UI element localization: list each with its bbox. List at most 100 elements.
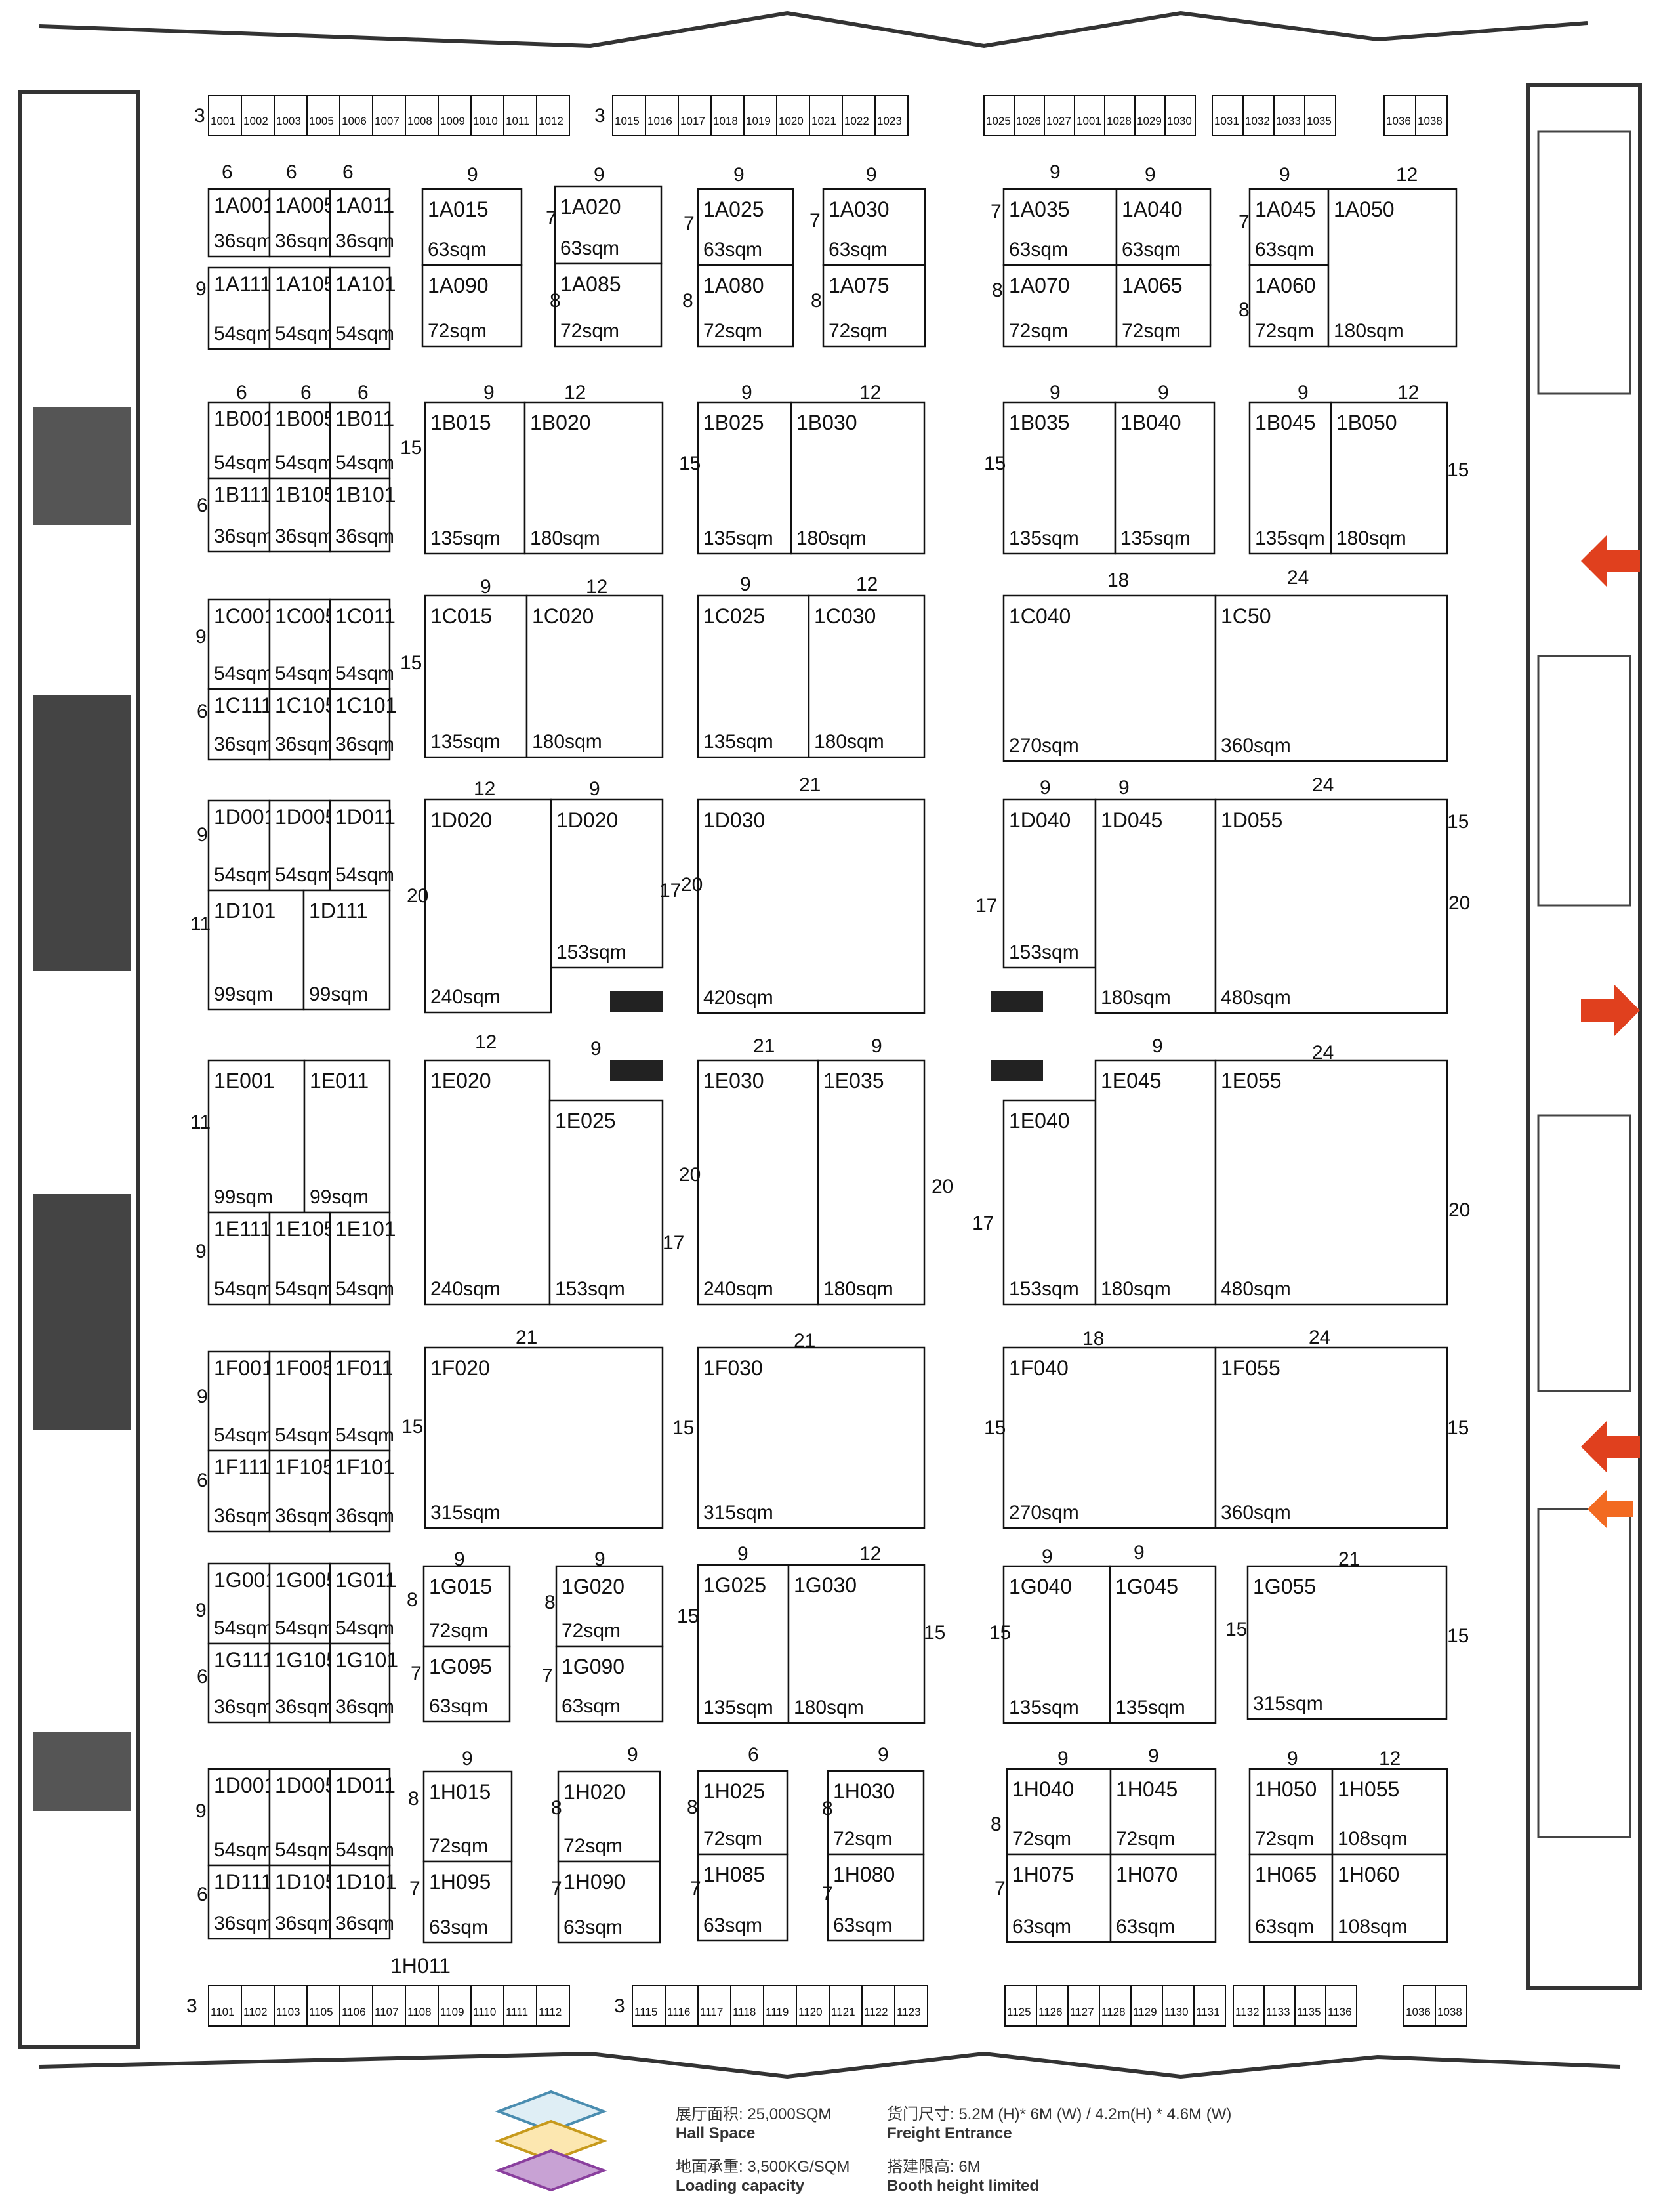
strip-cell[interactable] [894, 1985, 928, 2027]
strip-cell[interactable] [536, 1985, 570, 2027]
strip-cell[interactable] [306, 95, 340, 136]
strip-cell[interactable] [697, 1985, 731, 2027]
strip-cell[interactable] [274, 1985, 308, 2027]
strip-cell[interactable] [1014, 95, 1045, 136]
strip-cell[interactable] [1233, 1985, 1265, 2027]
strip-cell[interactable] [829, 1985, 863, 2027]
strip-cell[interactable] [1162, 1985, 1195, 2027]
strip-cell[interactable] [874, 95, 909, 136]
strip-cell[interactable] [339, 1985, 373, 2027]
strip-cell[interactable] [1036, 1985, 1069, 2027]
strip-cell[interactable] [710, 95, 745, 136]
strip-cell[interactable] [612, 95, 646, 136]
strip-cell[interactable] [1242, 95, 1275, 136]
strip-cell[interactable] [632, 1985, 666, 2027]
strip-cell[interactable] [861, 1985, 895, 2027]
strip-cell[interactable] [1435, 1985, 1467, 2027]
strip-cell[interactable] [372, 95, 406, 136]
strip-cell[interactable] [1067, 1985, 1100, 2027]
strip-cell[interactable] [1263, 1985, 1296, 2027]
strip-cell[interactable] [1164, 95, 1196, 136]
strip-cell[interactable] [776, 95, 810, 136]
strip-cell[interactable] [809, 95, 843, 136]
strip-cell[interactable] [372, 1985, 406, 2027]
strip-cell[interactable] [1304, 95, 1336, 136]
strip-cell[interactable] [1074, 95, 1105, 136]
strip-cell[interactable] [470, 1985, 504, 2027]
strip-cell[interactable] [438, 1985, 472, 2027]
strip-cell[interactable] [1099, 1985, 1132, 2027]
